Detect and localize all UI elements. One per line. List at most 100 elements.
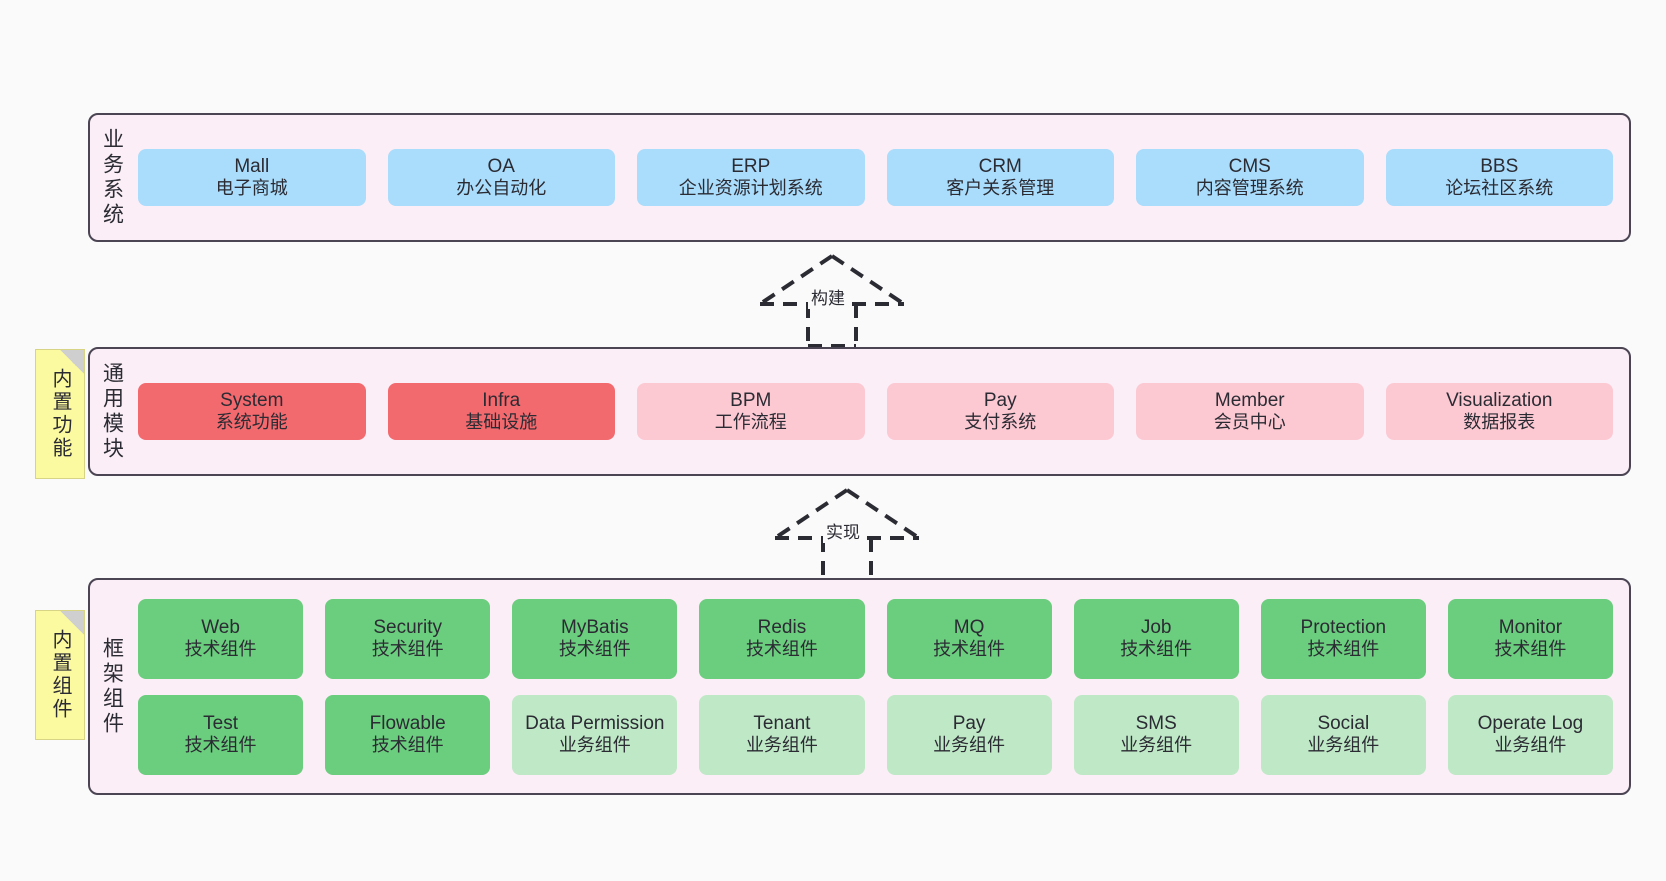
card-social[interactable]: Social 业务组件	[1260, 694, 1426, 775]
card-title: Visualization	[1446, 389, 1553, 411]
card-title: MyBatis	[561, 616, 629, 638]
layer-body-modules: System 系统功能 Infra 基础设施 BPM 工作流程 Pay 支付系统…	[134, 349, 1629, 474]
card-title: Monitor	[1498, 616, 1563, 638]
card-job[interactable]: Job 技术组件	[1073, 598, 1239, 679]
card-row-tech: Web 技术组件 Security 技术组件 MyBatis 技术组件 Redi…	[138, 598, 1613, 679]
card-subtitle: 技术组件	[371, 735, 444, 756]
card-test[interactable]: Test 技术组件	[138, 694, 304, 775]
card-operate-log[interactable]: Operate Log 业务组件	[1447, 694, 1613, 775]
card-subtitle: 业务组件	[1307, 735, 1380, 756]
card-subtitle: 客户关系管理	[946, 178, 1055, 199]
card-subtitle: 技术组件	[1494, 639, 1567, 660]
card-erp[interactable]: ERP 企业资源计划系统	[637, 148, 865, 207]
card-title: Mall	[234, 155, 270, 177]
card-title: Test	[203, 712, 238, 734]
layer-body-framework: Web 技术组件 Security 技术组件 MyBatis 技术组件 Redi…	[134, 580, 1629, 793]
card-title: Pay	[952, 712, 986, 734]
connector-label-implement: 实现	[823, 518, 863, 543]
note-label: 内置功能	[49, 368, 71, 460]
card-subtitle: 电子商城	[215, 178, 288, 199]
card-title: BBS	[1480, 155, 1519, 177]
note-builtin-components: 内置组件	[35, 610, 85, 740]
card-visualization[interactable]: Visualization 数据报表	[1385, 382, 1613, 441]
card-title: Operate Log	[1477, 712, 1584, 734]
card-title: System	[220, 389, 284, 411]
layer-title-framework: 框架组件	[100, 636, 124, 737]
card-subtitle: 技术组件	[1120, 639, 1193, 660]
card-title: Infra	[482, 389, 521, 411]
card-subtitle: 技术组件	[933, 639, 1006, 660]
card-monitor[interactable]: Monitor 技术组件	[1447, 598, 1613, 679]
card-title: ERP	[731, 155, 771, 177]
card-title: Web	[201, 616, 240, 638]
card-subtitle: 办公自动化	[456, 178, 547, 199]
layer-common-modules: 通用模块 System 系统功能 Infra 基础设施 BPM 工作流程 Pay…	[88, 347, 1631, 476]
card-tenant[interactable]: Tenant 业务组件	[699, 694, 865, 775]
card-mall[interactable]: Mall 电子商城	[138, 148, 366, 207]
card-title: Social	[1317, 712, 1370, 734]
card-title: Security	[373, 616, 442, 638]
card-subtitle: 企业资源计划系统	[678, 178, 823, 199]
card-subtitle: 业务组件	[1494, 735, 1567, 756]
card-row-business: Test 技术组件 Flowable 技术组件 Data Permission …	[138, 694, 1613, 775]
card-subtitle: 技术组件	[184, 735, 257, 756]
card-subtitle: 业务组件	[1120, 735, 1193, 756]
connector-implement: 实现	[767, 482, 927, 584]
card-system[interactable]: System 系统功能	[138, 382, 366, 441]
card-subtitle: 业务组件	[558, 735, 631, 756]
note-label: 内置组件	[49, 629, 71, 721]
card-subtitle: 技术组件	[558, 639, 631, 660]
card-title: CRM	[978, 155, 1022, 177]
card-subtitle: 会员中心	[1213, 412, 1286, 433]
card-subtitle: 内容管理系统	[1195, 178, 1304, 199]
card-title: Data Permission	[525, 712, 665, 734]
card-subtitle: 工作流程	[714, 412, 787, 433]
card-title: Job	[1140, 616, 1172, 638]
card-subtitle: 技术组件	[1307, 639, 1380, 660]
card-subtitle: 基础设施	[465, 412, 538, 433]
card-cms[interactable]: CMS 内容管理系统	[1136, 148, 1364, 207]
card-security[interactable]: Security 技术组件	[325, 598, 491, 679]
card-subtitle: 支付系统	[964, 412, 1037, 433]
card-data-permission[interactable]: Data Permission 业务组件	[512, 694, 678, 775]
card-sms[interactable]: SMS 业务组件	[1073, 694, 1239, 775]
card-subtitle: 技术组件	[184, 639, 257, 660]
card-protection[interactable]: Protection 技术组件	[1260, 598, 1426, 679]
card-row: Mall 电子商城 OA 办公自动化 ERP 企业资源计划系统 CRM 客户关系…	[138, 148, 1613, 207]
connector-label-build: 构建	[808, 284, 848, 309]
card-member[interactable]: Member 会员中心	[1136, 382, 1364, 441]
card-mybatis[interactable]: MyBatis 技术组件	[512, 598, 678, 679]
card-title: Flowable	[369, 712, 446, 734]
layer-business-system: 业务系统 Mall 电子商城 OA 办公自动化 ERP 企业资源计划系统 CRM…	[88, 113, 1631, 242]
card-redis[interactable]: Redis 技术组件	[699, 598, 865, 679]
card-infra[interactable]: Infra 基础设施	[387, 382, 615, 441]
card-bbs[interactable]: BBS 论坛社区系统	[1385, 148, 1613, 207]
card-subtitle: 业务组件	[933, 735, 1006, 756]
card-title: BPM	[730, 389, 772, 411]
card-subtitle: 系统功能	[215, 412, 288, 433]
card-flowable[interactable]: Flowable 技术组件	[325, 694, 491, 775]
layer-body-business: Mall 电子商城 OA 办公自动化 ERP 企业资源计划系统 CRM 客户关系…	[134, 115, 1629, 240]
card-title: Redis	[757, 616, 807, 638]
card-mq[interactable]: MQ 技术组件	[886, 598, 1052, 679]
card-title: MQ	[953, 616, 985, 638]
card-title: Pay	[983, 389, 1017, 411]
card-row: System 系统功能 Infra 基础设施 BPM 工作流程 Pay 支付系统…	[138, 382, 1613, 441]
card-oa[interactable]: OA 办公自动化	[387, 148, 615, 207]
card-bpm[interactable]: BPM 工作流程	[637, 382, 865, 441]
card-subtitle: 技术组件	[371, 639, 444, 660]
card-subtitle: 数据报表	[1463, 412, 1536, 433]
note-builtin-functions: 内置功能	[35, 349, 85, 479]
connector-build: 构建	[752, 248, 912, 350]
card-title: CMS	[1228, 155, 1271, 177]
layer-framework-components: 框架组件 Web 技术组件 Security 技术组件 MyBatis 技术组件…	[88, 578, 1631, 795]
card-subtitle: 业务组件	[745, 735, 818, 756]
card-title: OA	[487, 155, 515, 177]
card-pay-biz[interactable]: Pay 业务组件	[886, 694, 1052, 775]
card-title: Tenant	[753, 712, 811, 734]
card-crm[interactable]: CRM 客户关系管理	[886, 148, 1114, 207]
layer-title-business: 业务系统	[100, 127, 124, 228]
card-pay[interactable]: Pay 支付系统	[886, 382, 1114, 441]
card-web[interactable]: Web 技术组件	[138, 598, 304, 679]
